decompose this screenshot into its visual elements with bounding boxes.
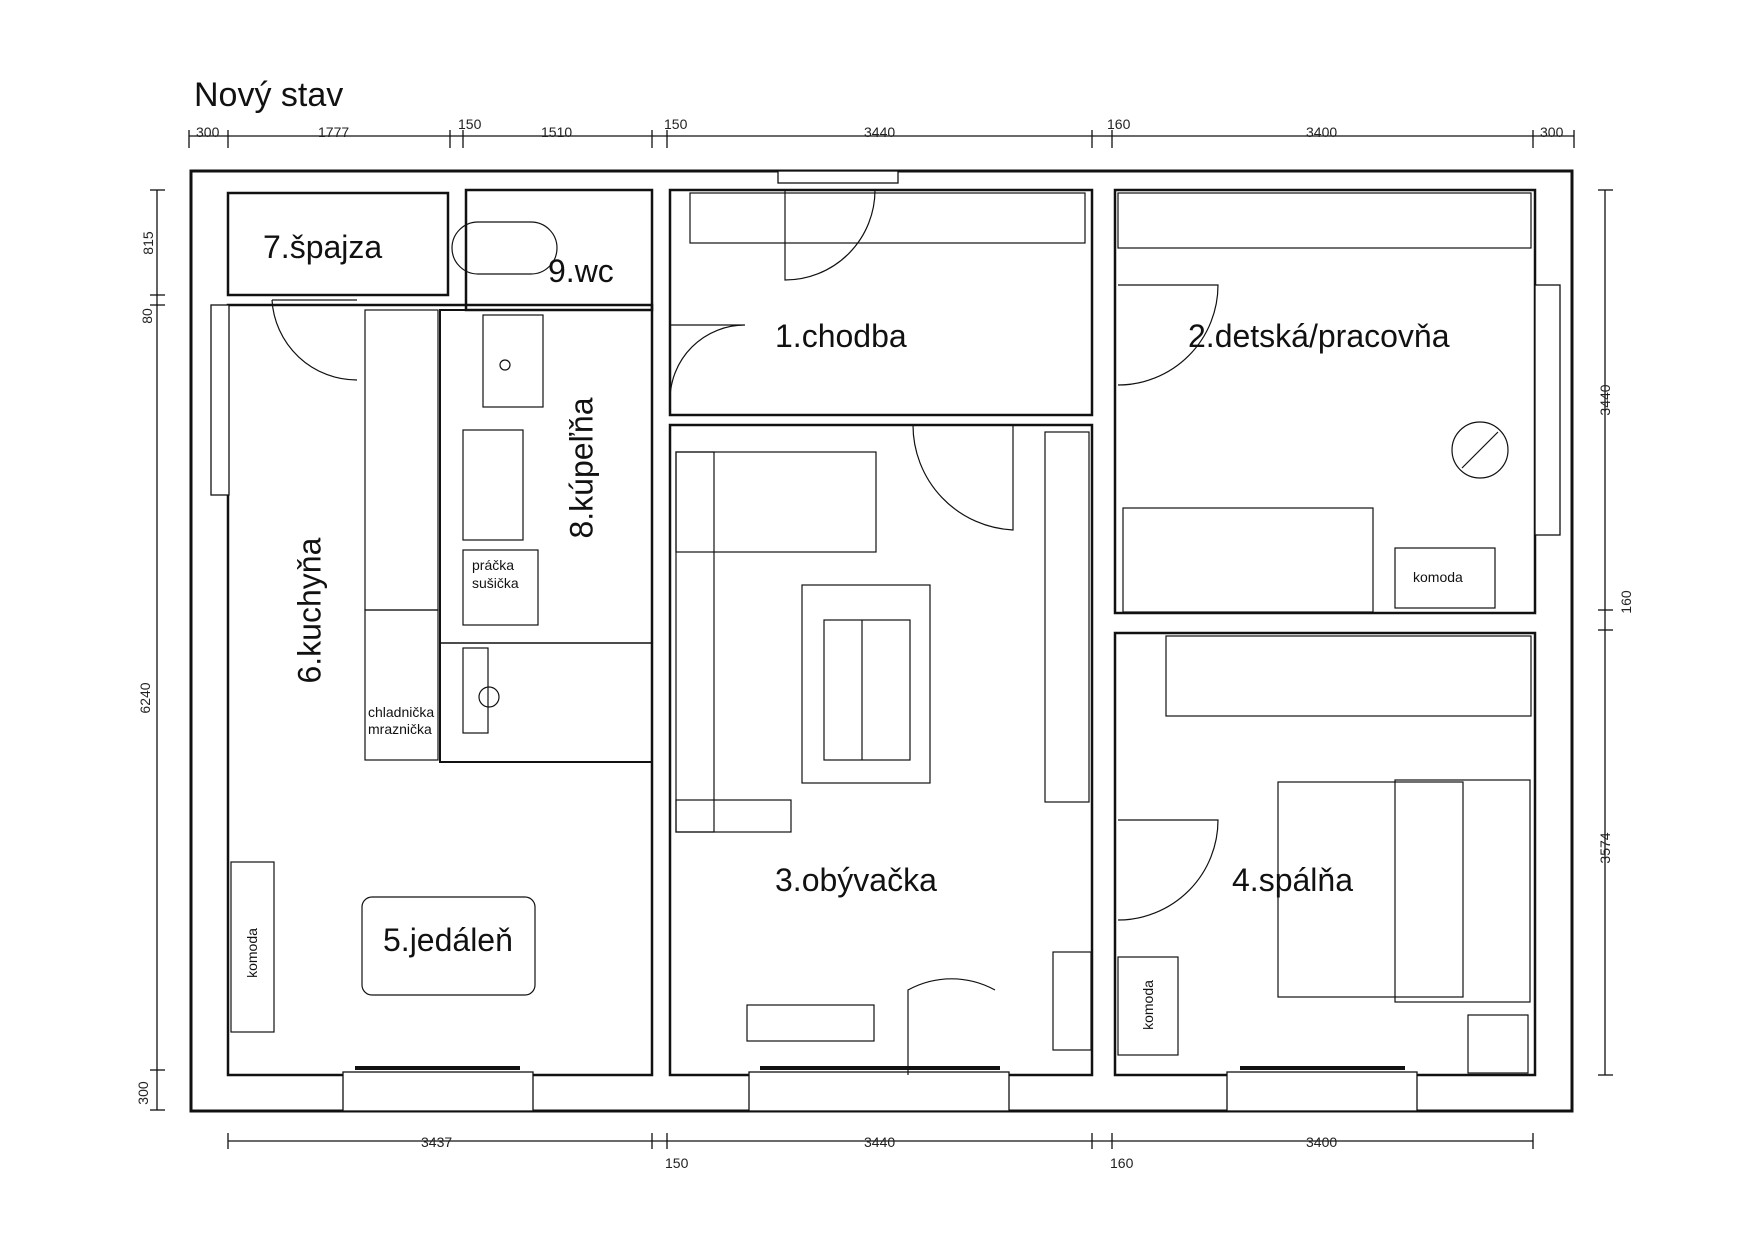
walls [189, 169, 1574, 1113]
label-komoda-bedroom: komoda [1140, 980, 1156, 1030]
dimension-line-top [188, 130, 1575, 148]
dim-top-8: 300 [1540, 124, 1564, 140]
doors [271, 189, 1219, 1075]
label-pracka: práčka [472, 557, 515, 573]
label-komoda-kitchen: komoda [244, 928, 260, 978]
dim-left-0: 815 [140, 231, 156, 255]
dim-top-5: 3440 [864, 124, 896, 140]
room-label-spalna: 4.spálňa [1232, 862, 1353, 898]
dim-right-1: 160 [1618, 590, 1634, 614]
room-label-detska-pracovna: 2.detská/pracovňa [1188, 318, 1450, 354]
dim-top-1: 1777 [318, 124, 350, 140]
room-label-kuchyna: 6.kuchyňa [291, 537, 328, 684]
plan-title: Nový stav [194, 76, 344, 114]
dim-top-4: 150 [664, 116, 688, 132]
furniture [230, 192, 1532, 1074]
room-label-jedalen: 5.jedáleň [383, 922, 513, 958]
dim-left-3: 300 [135, 1081, 151, 1105]
dimension-line-right [1598, 189, 1613, 1076]
label-mraznicka: mraznička [368, 721, 432, 737]
dimension-line-left [150, 189, 165, 1111]
windows [210, 170, 1561, 1112]
room-label-wc: 9.wc [548, 253, 614, 289]
label-chladnicka: chladnička [368, 704, 435, 720]
dimension-line-bottom [227, 1133, 1534, 1149]
dim-right-0: 3440 [1597, 384, 1613, 416]
room-label-kupelna: 8.kúpeľňa [563, 397, 600, 539]
dim-right-2: 3574 [1597, 832, 1613, 864]
dim-top-7: 3400 [1306, 124, 1338, 140]
room-label-chodba: 1.chodba [775, 318, 907, 354]
dim-bottom-3: 160 [1110, 1155, 1134, 1171]
label-komoda-kids: komoda [1413, 569, 1463, 585]
room-label-spajza: 7.špajza [263, 229, 383, 265]
dim-bottom-1: 150 [665, 1155, 689, 1171]
room-label-obyvacka: 3.obývačka [775, 862, 937, 898]
dim-left-1: 80 [139, 308, 155, 324]
dim-bottom-2: 3440 [864, 1134, 896, 1150]
dim-top-0: 300 [196, 124, 220, 140]
dim-top-3: 1510 [541, 124, 573, 140]
dim-left-2: 6240 [137, 682, 153, 714]
dim-bottom-0: 3437 [421, 1134, 453, 1150]
dim-top-6: 160 [1107, 116, 1131, 132]
dim-top-2: 150 [458, 116, 482, 132]
dim-bottom-4: 3400 [1306, 1134, 1338, 1150]
label-susicka: sušička [472, 575, 519, 591]
